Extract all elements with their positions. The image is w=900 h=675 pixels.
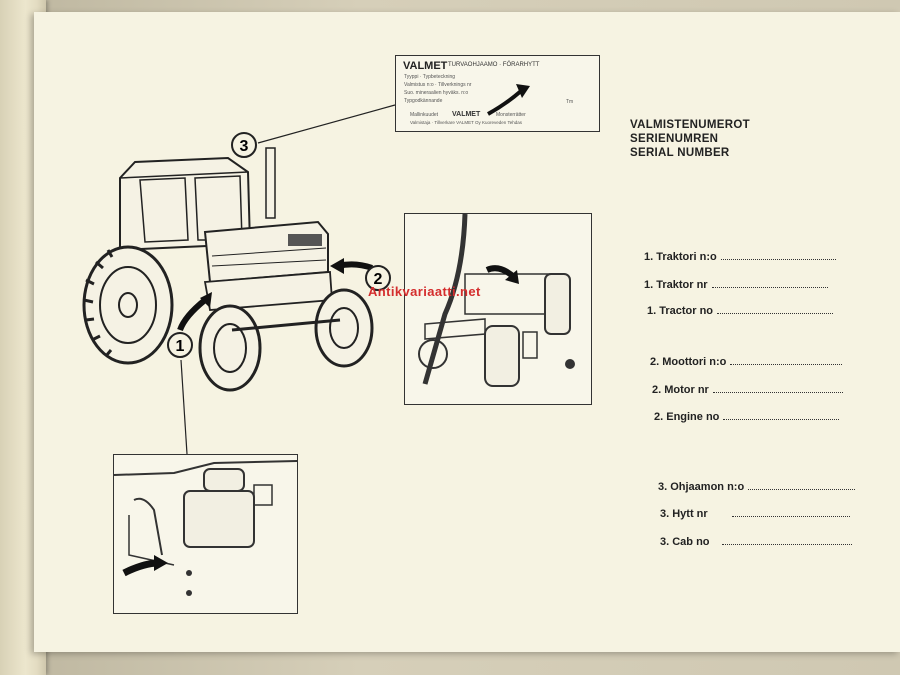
field-label: 3. Ohjaamon n:o (658, 481, 745, 493)
plate-maker-line: Mallinkuudet (410, 112, 439, 118)
field-label: 1. Traktori n:o (644, 251, 717, 263)
callout-2: 2 (374, 271, 383, 288)
plate-maker-suffix: Monsterrätter (496, 112, 526, 118)
field-engine-sv: 2. Motor nr (652, 384, 843, 396)
plate-title: TURVAOHJAAMO · FÖRARHYTT (448, 62, 540, 68)
fill-line (717, 305, 834, 314)
engine-drawing (418, 213, 575, 387)
heading-sv: SERIENUMREN (630, 133, 719, 145)
fill-line (723, 411, 840, 420)
starter-detail-inset (113, 454, 298, 614)
starter-drawing (113, 460, 298, 596)
field-cab-fi: 3. Ohjaamon n:o (658, 481, 856, 493)
fill-line (720, 251, 836, 260)
field-label: 2. Moottori n:o (650, 356, 727, 368)
plate-unit: Tm (566, 99, 574, 105)
serial-label-plate: VALMET TURVAOHJAAMO · FÖRARHYTT Tyyppi ·… (395, 55, 600, 132)
plate-arrow-icon (487, 84, 530, 116)
plate-line-3: Suo. mineraalien hyväks. n:o (404, 90, 469, 96)
plate-brand: VALMET (403, 60, 448, 72)
field-engine-fi: 2. Moottori n:o (650, 356, 843, 368)
callout-3: 3 (240, 138, 249, 155)
plate-line-4: Typgodkännande (404, 98, 443, 104)
field-tractor-en: 1. Tractor no (647, 305, 834, 317)
plate-footer: Valmistaja · Tillverkare VALMET Oy Kuore… (410, 120, 522, 125)
heading-en: SERIAL NUMBER (630, 147, 730, 159)
field-label: 3. Cab no (660, 536, 710, 548)
watermark-text: Antikvariaatti.net (368, 284, 481, 299)
field-tractor-fi: 1. Traktori n:o (644, 251, 836, 263)
field-engine-en: 2. Engine no (654, 411, 840, 423)
fill-line (712, 384, 843, 393)
field-cab-sv: 3. Hytt nr (660, 508, 850, 520)
fill-line (748, 481, 856, 490)
field-label: 1. Tractor no (647, 305, 714, 317)
fill-line (721, 536, 852, 545)
field-label: 2. Motor nr (652, 384, 709, 396)
field-label: 3. Hytt nr (660, 508, 708, 520)
field-cab-en: 3. Cab no (660, 536, 852, 548)
plate-maker-brand: VALMET (452, 111, 481, 118)
heading-fi: VALMISTENUMEROT (630, 119, 750, 131)
fill-line (731, 508, 850, 517)
fill-line (730, 356, 843, 365)
engine-detail-inset (404, 213, 592, 405)
plate-line-2: Valmistus n:o · Tillverknings nr (404, 82, 472, 88)
callout-1: 1 (176, 338, 185, 355)
plate-line-1: Tyyppi · Typbeteckning (404, 74, 456, 80)
field-label: 1. Traktor nr (644, 279, 708, 291)
fill-line (711, 279, 828, 288)
field-label: 2. Engine no (654, 411, 720, 423)
field-tractor-sv: 1. Traktor nr (644, 279, 828, 291)
